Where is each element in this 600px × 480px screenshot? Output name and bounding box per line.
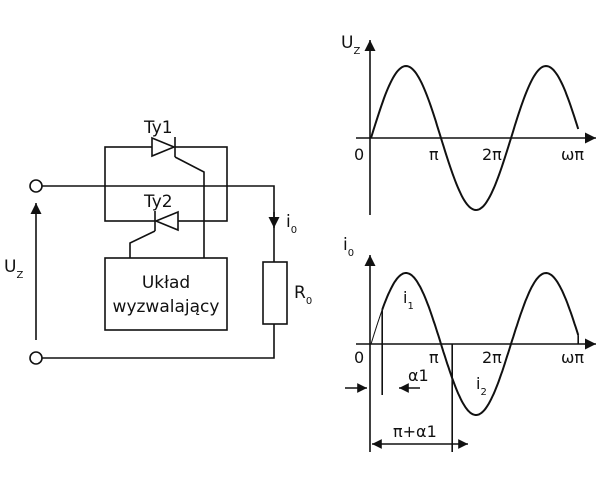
terminal-top (29, 179, 43, 193)
trigger-block (104, 257, 228, 331)
r0-label: R0 (294, 283, 312, 307)
voltage-xlabel: ωπ (561, 145, 584, 164)
voltage-plot: UZ 0 π 2π ωπ (341, 33, 596, 215)
uz-label: UZ (4, 257, 23, 281)
thyristor-ty1 (151, 136, 205, 258)
i0-label: i0 (286, 212, 297, 236)
current-origin: 0 (354, 348, 364, 367)
resistor-bottom-wire (42, 324, 275, 359)
pi-alpha1-label: π+α1 (393, 422, 437, 441)
voltage-ylabel: UZ (341, 33, 360, 57)
i1-label: i1 (403, 288, 414, 312)
alpha1-label: α1 (408, 366, 429, 385)
ty2-gate-lead (129, 230, 156, 258)
voltage-tick-2pi: 2π (482, 145, 502, 164)
current-ylabel: i0 (343, 235, 354, 259)
resistor-r0 (262, 261, 288, 325)
current-thin-curve (370, 309, 383, 345)
current-plot: i0 0 π 2π ωπ i1 i2 α1 π+α1 (343, 235, 596, 452)
current-tick-pi: π (429, 348, 439, 367)
current-heavy-curve (381, 271, 580, 416)
voltage-sine-curve (370, 64, 580, 212)
trigger-block-line2: wyzwalający (113, 297, 220, 317)
ty1-gate-lead (174, 156, 205, 258)
i2-label: i2 (476, 374, 487, 398)
thyristor-ty2 (129, 210, 179, 258)
trigger-block-line1: Układ (142, 273, 190, 293)
voltage-origin: 0 (354, 145, 364, 164)
current-xlabel: ωπ (561, 348, 584, 367)
current-tick-2pi: 2π (482, 348, 502, 367)
ty2-label: Ty2 (143, 192, 173, 212)
terminal-bottom (29, 351, 43, 365)
top-wire (42, 185, 275, 220)
ty1-label: Ty1 (143, 118, 173, 138)
circuit (29, 136, 288, 365)
voltage-tick-pi: π (429, 145, 439, 164)
